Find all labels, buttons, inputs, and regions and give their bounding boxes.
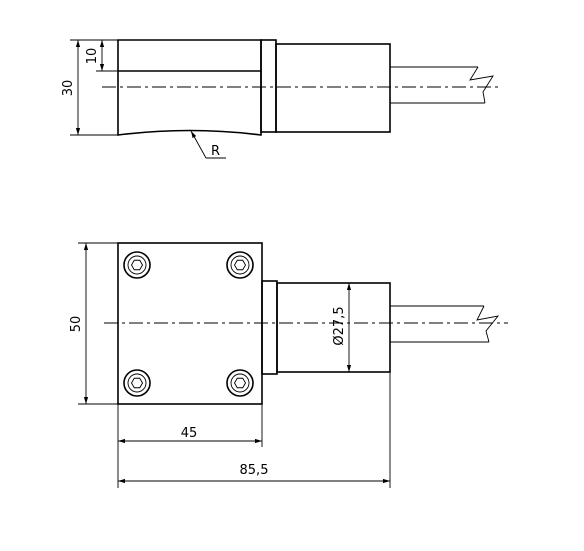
dim-label-45: 45	[181, 426, 198, 441]
dim-label-30: 30	[61, 80, 76, 97]
screw-icon	[226, 369, 254, 397]
side-view-body	[117, 39, 262, 136]
side-view-housing	[275, 43, 391, 133]
side-view-break-mark	[469, 66, 494, 104]
screw-icon	[123, 251, 151, 279]
dim-label-diameter: Ø27,5	[332, 306, 347, 345]
top-view-collar	[261, 280, 278, 375]
top-view: 50 Ø27,5 45 85,5	[69, 242, 508, 488]
top-view-break-mark	[476, 305, 500, 343]
side-view-collar	[260, 39, 277, 133]
radius-leader	[190, 130, 207, 159]
dim-label-10: 10	[85, 48, 100, 65]
radius-label: R	[211, 144, 220, 159]
top-view-body	[117, 242, 263, 405]
screw-icon	[226, 251, 254, 279]
side-view: 30 10 R	[61, 39, 500, 159]
dim-label-50: 50	[69, 316, 84, 333]
dim-label-85-5: 85,5	[240, 463, 269, 478]
top-view-housing	[276, 282, 391, 373]
screw-icon	[123, 369, 151, 397]
